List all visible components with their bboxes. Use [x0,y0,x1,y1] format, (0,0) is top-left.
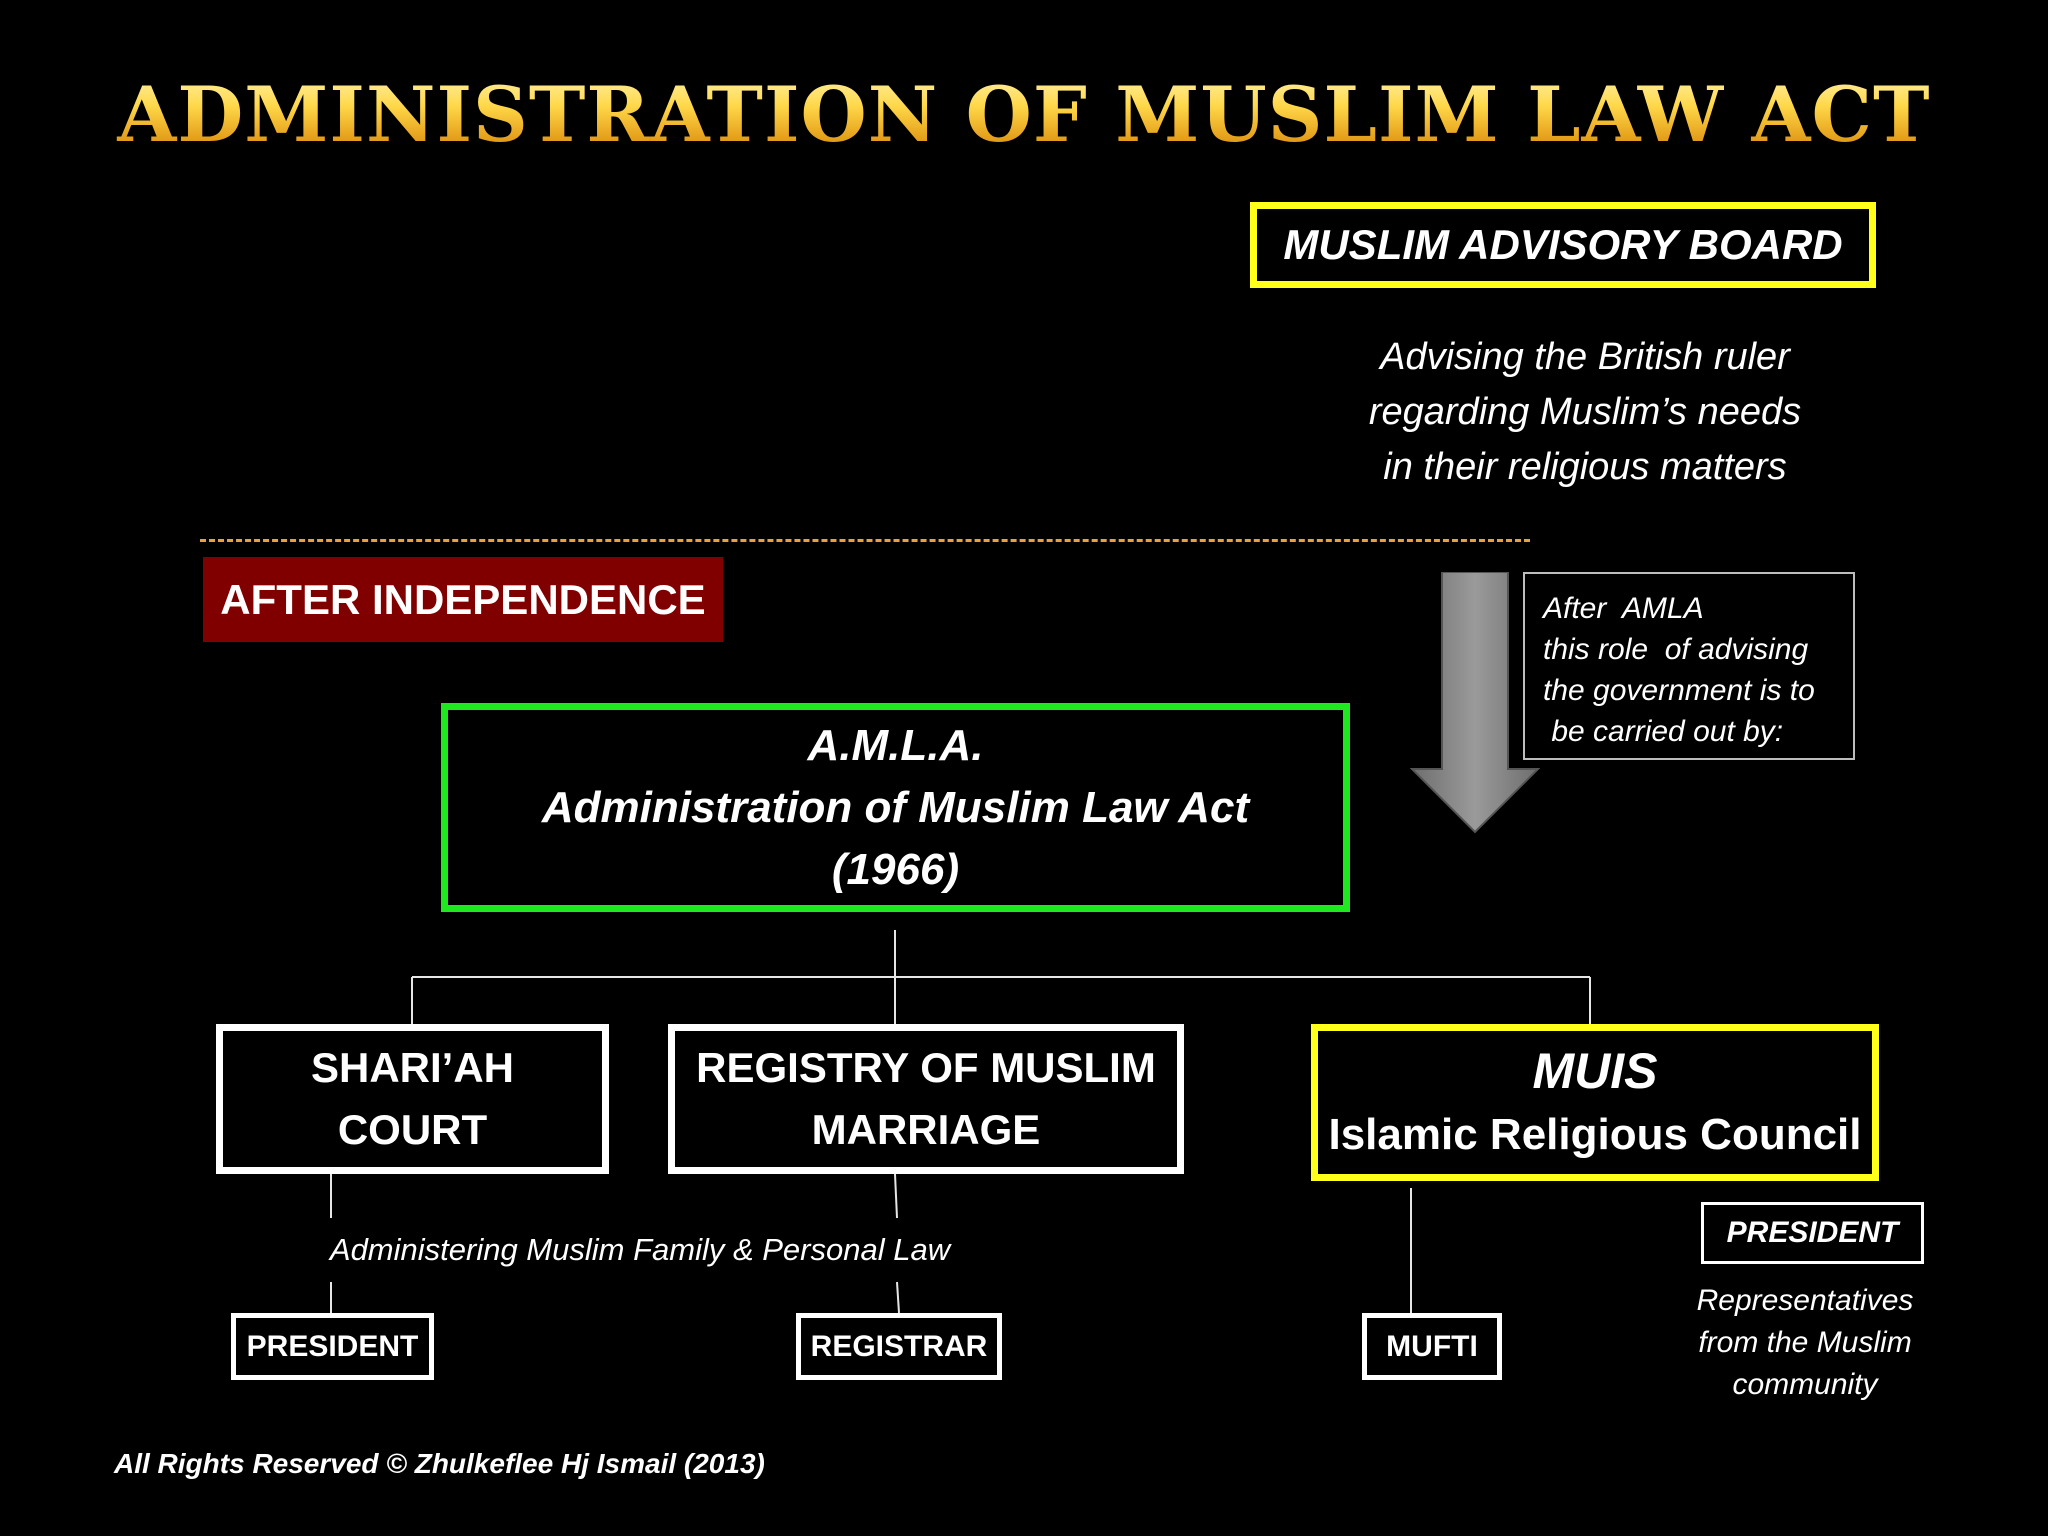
amla-year: (1966) [831,844,960,894]
after-independence-banner: AFTER INDEPENDENCE [203,557,723,642]
representatives-line: from the Muslim [1698,1326,1912,1359]
amla-box: A.M.L.A. Administration of Muslim Law Ac… [441,703,1350,912]
advisory-desc-line: regarding Muslim’s needs [1368,391,1802,433]
dashed-divider [200,539,1530,542]
family-law-note: Administering Muslim Family & Personal L… [310,1232,970,1268]
amla-note-line: be carried out by: [1543,715,1784,748]
muis-president-label: PRESIDENT [1726,1216,1899,1249]
shariah-court-box: SHARI’AH COURT [216,1024,609,1174]
amla-full-name: Administration of Muslim Law Act [541,782,1250,832]
shariah-president-label: PRESIDENT [246,1329,419,1363]
registrar-label: REGISTRAR [810,1329,988,1363]
muis-president-box: PRESIDENT [1701,1202,1924,1264]
amla-note-line: this role of advising [1543,633,1809,666]
shariah-court-line: COURT [337,1106,488,1153]
registry-line: REGISTRY OF MUSLIM [696,1044,1156,1091]
registry-of-muslim-marriage-box: REGISTRY OF MUSLIM MARRIAGE [668,1024,1184,1174]
muis-representatives-note: Representatives from the Muslim communit… [1660,1280,1950,1406]
page-title: ADMINISTRATION OF MUSLIM LAW ACT [0,70,2048,159]
representatives-line: community [1732,1368,1878,1401]
muis-name: MUIS [1532,1042,1658,1099]
advisory-board-label: MUSLIM ADVISORY BOARD [1283,221,1843,268]
muslim-advisory-board-box: MUSLIM ADVISORY BOARD [1250,202,1876,288]
amla-note-line: the government is to [1543,674,1815,707]
mufti-box: MUFTI [1362,1313,1502,1380]
amla-abbr: A.M.L.A. [807,720,984,770]
registrar-box: REGISTRAR [796,1313,1002,1380]
muis-full-name: Islamic Religious Council [1328,1109,1862,1159]
advisory-desc-line: Advising the British ruler [1380,336,1790,378]
amla-note-line: After AMLA [1543,592,1704,625]
muis-box: MUIS Islamic Religious Council [1311,1024,1879,1181]
down-arrow-icon [1410,572,1540,834]
representatives-line: Representatives [1696,1284,1914,1317]
shariah-court-line: SHARI’AH [310,1044,514,1091]
advisory-board-description: Advising the British ruler regarding Mus… [1270,330,1900,495]
shariah-president-box: PRESIDENT [231,1313,434,1380]
amla-role-note: After AMLA this role of advising the gov… [1523,572,1855,760]
registry-line: MARRIAGE [811,1106,1041,1153]
copyright-notice: All Rights Reserved © Zhulkeflee Hj Isma… [114,1448,765,1479]
mufti-label: MUFTI [1386,1329,1478,1363]
after-independence-label: AFTER INDEPENDENCE [220,575,706,623]
advisory-desc-line: in their religious matters [1383,446,1787,488]
